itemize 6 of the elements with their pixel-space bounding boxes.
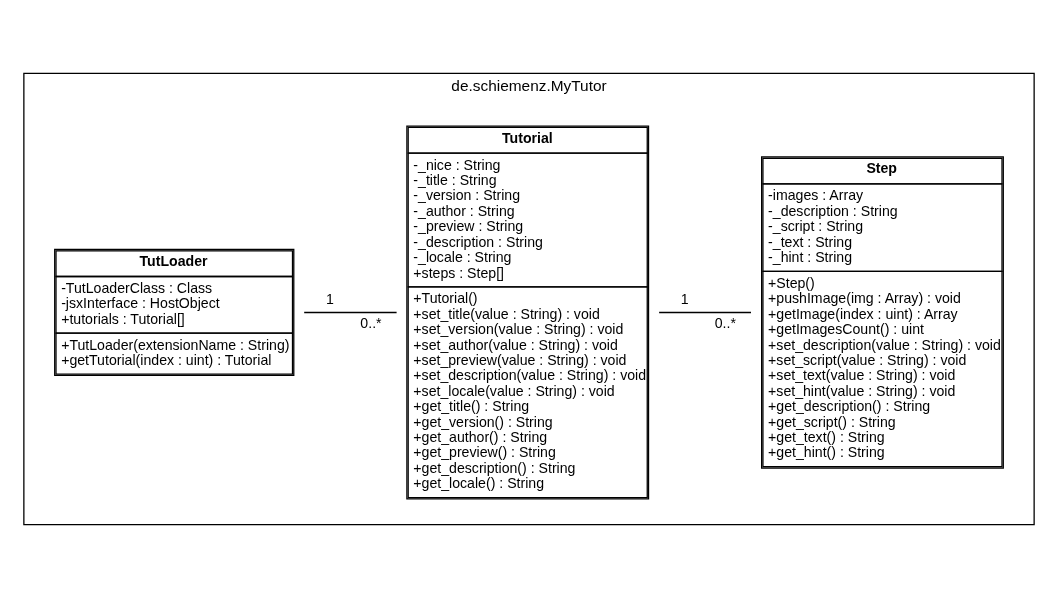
label: 1 bbox=[325, 290, 334, 307]
label: 0..* bbox=[714, 314, 736, 331]
label: 1 bbox=[680, 290, 689, 307]
label: 0..* bbox=[360, 314, 382, 331]
connector bbox=[658, 311, 752, 313]
connector bbox=[303, 311, 398, 313]
